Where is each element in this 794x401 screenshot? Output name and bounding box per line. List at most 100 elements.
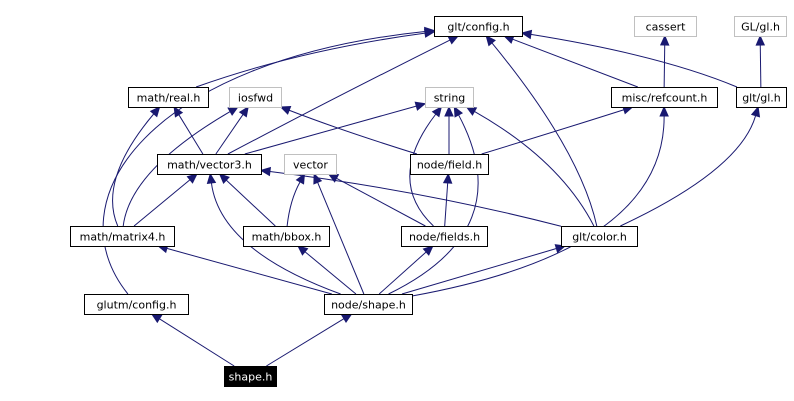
edge-node-shape-to-string [388,105,479,295]
node-label: glt/config.h [447,21,509,34]
node-box [434,16,523,37]
node-vector[interactable]: vector [284,154,337,175]
edge-shape-to-glutm-config [150,313,235,367]
edge-arrowhead [186,173,198,184]
edge-line [491,42,598,227]
node-label: glutm/config.h [97,299,177,312]
node-box [425,87,474,108]
edge-line [112,113,155,227]
edge-node-field-to-iosfwd [279,105,418,155]
node-label: iosfwd [238,92,273,105]
edge-line [663,44,666,88]
node-misc-refcount[interactable]: misc/refcount.h [611,87,718,108]
edge-line [288,109,418,155]
edge-line [474,111,595,227]
node-iosfwd[interactable]: iosfwd [229,87,282,108]
edge-misc-refcount-to-cassert [659,34,670,88]
node-glutm-config[interactable]: glutm/config.h [84,294,189,315]
edge-arrowhead [279,105,292,115]
node-math-matrix4[interactable]: math/matrix4.h [70,226,175,247]
node-box [324,294,413,315]
edge-line [133,179,191,227]
node-math-bbox[interactable]: math/bbox.h [243,226,330,247]
edge-glt-gl-to-gl-gl [755,34,766,88]
node-label: node/fields.h [409,231,480,244]
edge-layer [102,26,766,367]
edge-glt-color-to-glt-gl [620,105,761,227]
node-glt-config[interactable]: glt/config.h [434,16,523,37]
node-gl-gl[interactable]: GL/gl.h [734,16,787,37]
edge-line [269,171,562,227]
node-math-real[interactable]: math/real.h [128,87,209,108]
edge-misc-refcount-to-glt-config [503,34,638,88]
edge-arrowhead [750,105,761,118]
edge-glt-gl-to-glt-config [520,29,738,88]
edge-arrowhead [414,101,427,111]
edge-line [411,115,665,297]
node-label: GL/gl.h [741,21,780,34]
edge-line [215,114,244,155]
node-node-fields[interactable]: node/fields.h [401,226,488,247]
edge-line [227,39,451,155]
edge-line [378,251,427,295]
node-glt-gl[interactable]: glt/gl.h [736,87,787,108]
edge-arrowhead [218,173,230,184]
node-box [84,294,189,315]
node-label: math/vector3.h [167,159,252,172]
edge-line [388,114,479,295]
edge-line [759,44,762,88]
node-box [70,226,175,247]
edge-arrowhead [259,166,272,177]
node-label: vector [293,159,328,172]
edge-arrowhead [431,106,443,118]
node-math-vector3[interactable]: math/vector3.h [157,154,262,175]
edge-arrowhead [755,34,766,46]
edge-line [481,109,625,155]
node-box [243,226,330,247]
edge-line [102,30,426,295]
node-cassert[interactable]: cassert [634,16,697,37]
edge-shape-to-node-shape [266,313,353,367]
edge-line [244,105,417,155]
edge-arrowhead [485,35,496,47]
node-box [401,226,488,247]
node-label: misc/refcount.h [622,92,708,105]
node-node-shape[interactable]: node/shape.h [324,294,413,315]
node-box [634,16,697,37]
edge-line [195,32,426,88]
edge-arrowhead [206,172,217,185]
edge-arrowhead [453,105,464,118]
node-box [128,87,209,108]
edge-line [122,111,231,227]
node-label: math/bbox.h [252,231,322,244]
node-box [734,16,787,37]
edge-arrowhead [659,105,669,117]
edge-arrowhead [422,245,434,256]
edge-arrowhead [423,28,436,38]
node-label: shape.h [229,371,273,384]
node-box [561,226,638,247]
edge-line [512,38,638,88]
edge-math-vector3-to-math-real [173,105,204,155]
node-box [611,87,718,108]
node-box [229,87,282,108]
node-label: cassert [646,21,687,34]
edge-line [266,318,345,367]
edge-math-vector3-to-string [244,101,427,155]
node-glt-color[interactable]: glt/color.h [561,226,638,247]
edge-math-matrix4-to-math-vector3 [133,173,198,227]
edge-glutm-config-to-glt-config [102,26,436,295]
edge-line [304,251,357,295]
node-shape[interactable]: shape.h [224,366,277,387]
edge-math-bbox-to-vector [286,172,306,227]
edge-glt-color-to-math-vector3 [259,166,562,227]
edge-line [178,114,204,155]
node-string[interactable]: string [425,87,474,108]
edge-arrowhead [173,105,184,118]
edge-line [159,318,235,367]
node-node-field[interactable]: node/field.h [410,154,489,175]
edge-line [225,179,276,227]
node-box [224,366,277,387]
node-layer: glt/config.h cassert GL/gl.h math/real.h ios… [70,16,787,387]
